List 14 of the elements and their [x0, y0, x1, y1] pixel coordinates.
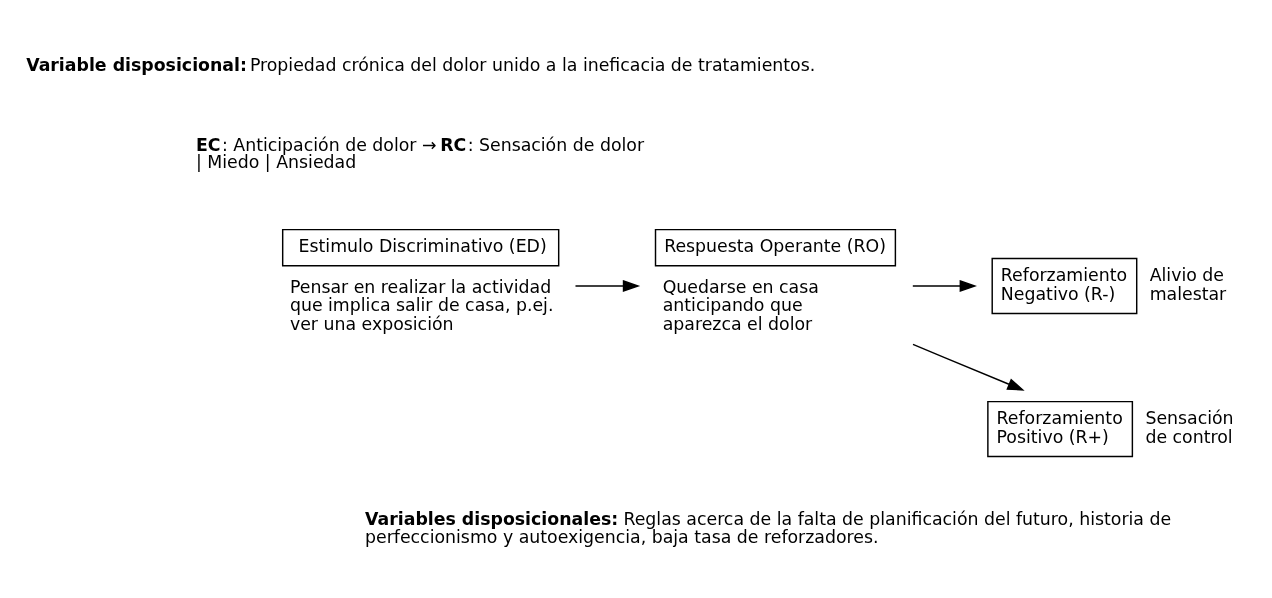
- node-label: Sensación de control: [1145, 408, 1234, 447]
- arrow: [574, 279, 641, 293]
- node-label: Pensar en realizar la actividad que implica salir de casa, p.ej. ver una exposición: [289, 276, 554, 335]
- node-label: Alivio de malestar: [1149, 265, 1227, 304]
- node-box: Respuesta Operante (RO): [654, 228, 897, 267]
- label: Variables disposicionales: Reglas acerca de la falta de planificación del futuro, historia de perfeccionismo y autoexigencia, baja tasa de reforzadores.: [365, 509, 1172, 547]
- label: EC: Anticipación de dolor → RC: Sensación de dolor | Miedo | Ansiedad: [195, 135, 645, 173]
- arrow: [912, 279, 977, 293]
- node-box: Reforzamiento Negativo (R-): [991, 257, 1138, 315]
- node-label: Quedarse en casa anticipando que aparezca el dolor: [662, 276, 819, 335]
- node-box: Reforzamiento Positivo (R+): [987, 400, 1134, 458]
- arrow: [912, 343, 1025, 391]
- node-box: Estimulo Discriminativo (ED): [281, 228, 560, 267]
- label: Variable disposicional: Propiedad crónica del dolor unido a la ineficacia de tratamientos.: [26, 54, 816, 75]
